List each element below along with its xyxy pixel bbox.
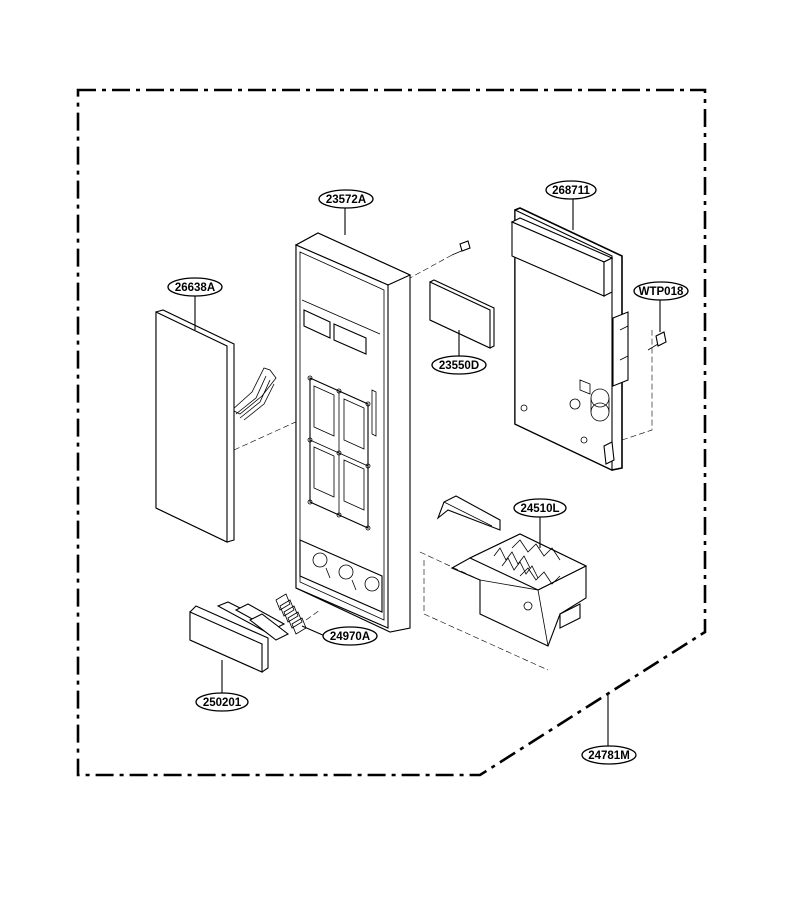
callout-268711: 268711 — [545, 180, 597, 200]
callout-24510L: 24510L — [513, 498, 567, 518]
part-26638A-membrane — [155, 309, 301, 543]
part-23572A-control-panel — [294, 232, 412, 633]
part-23550D-filter — [429, 279, 495, 349]
callout-label-24970A: 24970A — [330, 631, 370, 643]
callout-label-23550D: 23550D — [439, 360, 479, 372]
callout-250201: 250201 — [195, 692, 249, 712]
callout-24970A: 24970A — [322, 626, 378, 646]
callout-label-WTP018: WTP018 — [639, 286, 684, 298]
part-268711-pcb — [510, 207, 653, 471]
callout-label-26638A: 26638A — [175, 282, 215, 294]
callout-26638A: 26638A — [167, 277, 223, 297]
assembly-boundary — [76, 88, 707, 777]
callout-label-24781M: 24781M — [588, 750, 630, 762]
part-24510L-bracket — [419, 495, 588, 671]
callout-label-23572A: 23572A — [326, 194, 366, 206]
screw-WTP018 — [647, 331, 667, 351]
screw-upper — [409, 240, 471, 279]
callout-23572A: 23572A — [318, 189, 374, 209]
part-250201-button — [189, 601, 290, 673]
callout-24781M: 24781M — [581, 745, 637, 765]
callout-23550D: 23550D — [431, 355, 487, 375]
callout-label-250201: 250201 — [203, 697, 242, 709]
callout-label-268711: 268711 — [552, 185, 590, 197]
leader-lines — [194, 195, 661, 750]
callout-label-24510L: 24510L — [520, 503, 559, 515]
callout-WTP018: WTP018 — [633, 281, 689, 301]
part-24970A-spring — [275, 593, 321, 635]
